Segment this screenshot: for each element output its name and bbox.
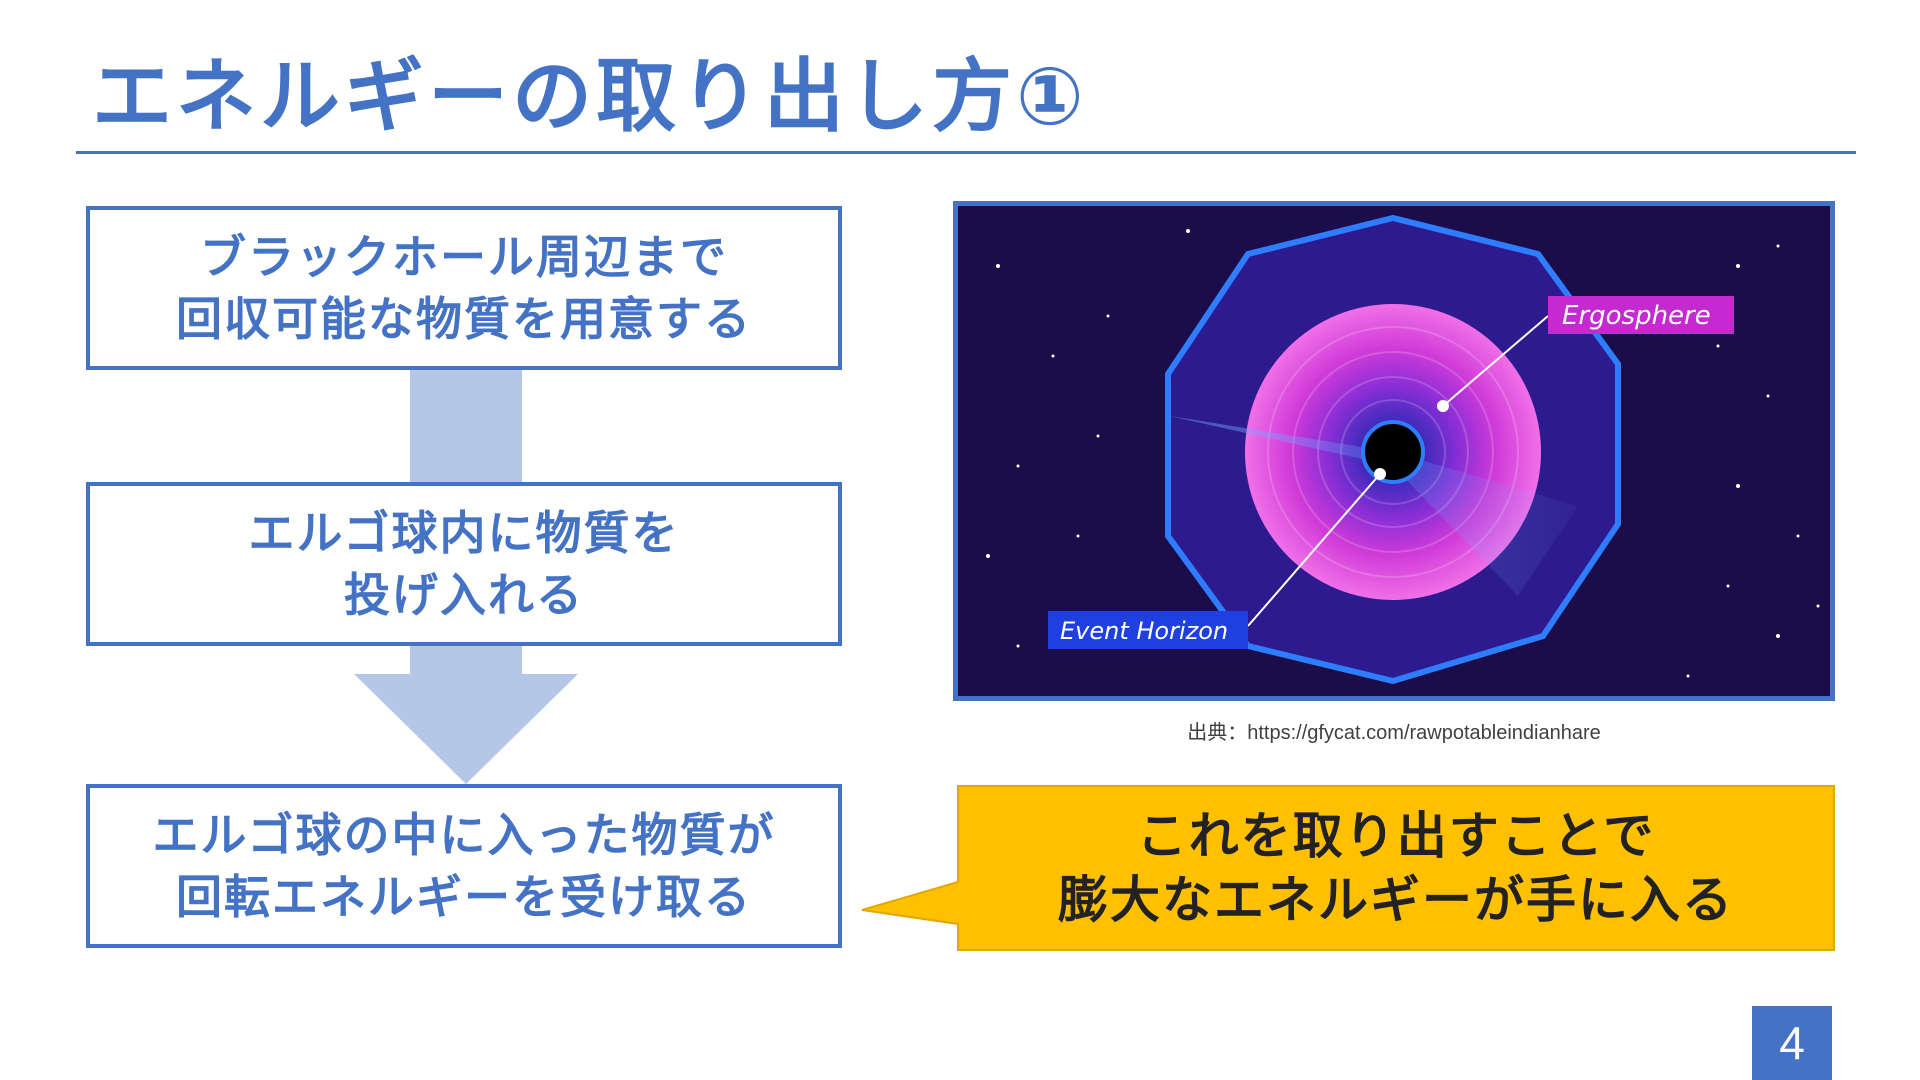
event-horizon-pointer xyxy=(1247,473,1381,627)
event-horizon-pointer-dot xyxy=(1374,468,1386,480)
black-hole-diagram: Ergosphere Event Horizon xyxy=(958,206,1830,696)
flow-step-3: エルゴ球の中に入った物質が 回転エネルギーを受け取る xyxy=(86,784,842,948)
title-divider xyxy=(76,151,1856,154)
ergosphere-pointer xyxy=(1442,315,1549,407)
event-horizon-label-bg xyxy=(1048,611,1248,649)
flow-arrow-1-shaft xyxy=(410,370,522,484)
stars xyxy=(986,229,1820,678)
ergosphere-label-bg xyxy=(1548,296,1734,334)
flow-arrow-2-head xyxy=(354,674,578,784)
page-number: 4 xyxy=(1752,1006,1832,1080)
callout-text: これを取り出すことで 膨大なエネルギーが手に入る xyxy=(1058,807,1734,929)
event-horizon-core xyxy=(1361,420,1425,484)
event-horizon-label: Event Horizon xyxy=(1060,617,1228,645)
flow-step-1: ブラックホール周辺まで 回収可能な物質を用意する xyxy=(86,206,842,370)
black-hole-illustration: Ergosphere Event Horizon xyxy=(953,201,1835,701)
light-beam xyxy=(1170,416,1578,596)
ergosphere-pointer-dot xyxy=(1437,400,1449,412)
flow-arrow-2-shaft xyxy=(410,646,522,676)
slide-title: エネルギーの取り出し方① xyxy=(92,50,1088,143)
ergosphere-label: Ergosphere xyxy=(1562,301,1711,331)
flow-step-2: エルゴ球内に物質を 投げ入れる xyxy=(86,482,842,646)
image-source-caption: 出典：https://gfycat.com/rawpotableindianha… xyxy=(1187,722,1601,744)
